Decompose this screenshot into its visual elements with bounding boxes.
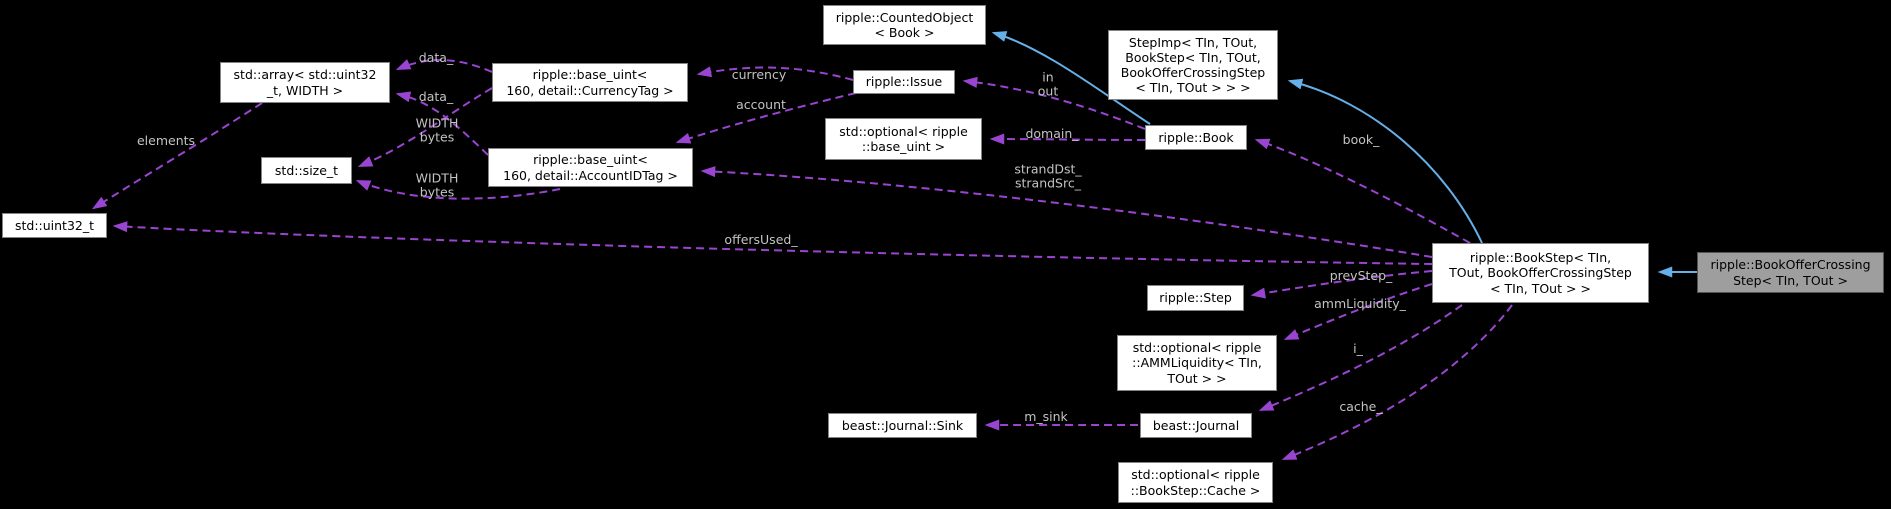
node-optional-cache[interactable]: std::optional< ripple ::BookStep::Cache … bbox=[1118, 462, 1273, 503]
node-book[interactable]: ripple::Book bbox=[1145, 125, 1247, 150]
edge-label-offers-used: offersUsed_ bbox=[724, 231, 798, 247]
edge-amm-liquidity bbox=[1283, 283, 1433, 340]
edge-label-data2: data_ bbox=[418, 88, 454, 104]
edge-label-account: account bbox=[736, 96, 786, 112]
node-book-offer-crossing-step[interactable]: ripple::BookOfferCrossing Step< TIn, TOu… bbox=[1697, 252, 1884, 293]
edge-bookstep-inherits-stepimp bbox=[1287, 78, 1483, 244]
edge-label-data1: data_ bbox=[418, 49, 454, 65]
edge-cache bbox=[1281, 304, 1513, 460]
edge-strand bbox=[700, 166, 1433, 258]
node-base-uint-account[interactable]: ripple::base_uint< 160, detail::AccountI… bbox=[488, 148, 693, 187]
node-optional-amm-liquidity[interactable]: std::optional< ripple ::AMMLiquidity< TI… bbox=[1117, 335, 1277, 391]
node-optional-base-uint[interactable]: std::optional< ripple ::base_uint > bbox=[825, 118, 982, 160]
edge-label-elements: elements bbox=[136, 132, 196, 148]
edge-elements bbox=[91, 102, 263, 210]
edge-label-in-out: in out bbox=[1037, 69, 1059, 99]
node-journal[interactable]: beast::Journal bbox=[1140, 413, 1252, 438]
edge-in-out bbox=[962, 76, 1146, 130]
edge-label-prev-step: prevStep_ bbox=[1329, 267, 1393, 283]
edge-label-m-sink: m_sink bbox=[1024, 408, 1068, 424]
edge-label-width-bytes2: WIDTH bytes bbox=[415, 170, 459, 200]
node-step[interactable]: ripple::Step bbox=[1147, 285, 1244, 311]
node-size-t[interactable]: std::size_t bbox=[261, 157, 352, 184]
node-uint32-t[interactable]: std::uint32_t bbox=[2, 213, 107, 238]
edge-width-bytes2 bbox=[355, 180, 561, 200]
edge-label-cache: cache_ bbox=[1339, 398, 1383, 414]
node-counted-object[interactable]: ripple::CountedObject < Book > bbox=[823, 5, 986, 45]
edge-label-amm-liquidity: ammLiquidity_ bbox=[1314, 295, 1406, 311]
edge-label-strand: strandDst_ strandSrc_ bbox=[1014, 161, 1082, 191]
node-book-step[interactable]: ripple::BookStep< TIn, TOut, BookOfferCr… bbox=[1432, 243, 1649, 303]
edge-label-domain: domain_ bbox=[1025, 125, 1079, 141]
edge-label-width-bytes1: WIDTH bytes bbox=[415, 115, 459, 145]
node-std-array[interactable]: std::array< std::uint32 _t, WIDTH > bbox=[220, 62, 390, 103]
node-base-uint-currency[interactable]: ripple::base_uint< 160, detail::Currency… bbox=[492, 63, 688, 102]
edge-book bbox=[1254, 138, 1471, 244]
node-stepimp[interactable]: StepImp< TIn, TOut, BookStep< TIn, TOut,… bbox=[1108, 30, 1278, 100]
node-issue[interactable]: ripple::Issue bbox=[853, 70, 955, 94]
edge-domain bbox=[989, 133, 1146, 145]
edge-label-book: book_ bbox=[1342, 131, 1380, 147]
edge-width-bytes1 bbox=[357, 87, 493, 167]
edge-book-inherits-countedobject bbox=[991, 31, 1151, 125]
edge-label-i: i_ bbox=[1353, 340, 1363, 356]
edge-currency bbox=[696, 66, 854, 81]
node-journal-sink[interactable]: beast::Journal::Sink bbox=[828, 413, 977, 438]
edge-label-currency: currency bbox=[731, 66, 787, 82]
edge-data1 bbox=[395, 59, 493, 73]
edge-i bbox=[1258, 304, 1463, 411]
edge-data2 bbox=[395, 91, 489, 156]
edge-offers-used bbox=[112, 221, 1433, 265]
edge-prev-step bbox=[1250, 270, 1433, 299]
